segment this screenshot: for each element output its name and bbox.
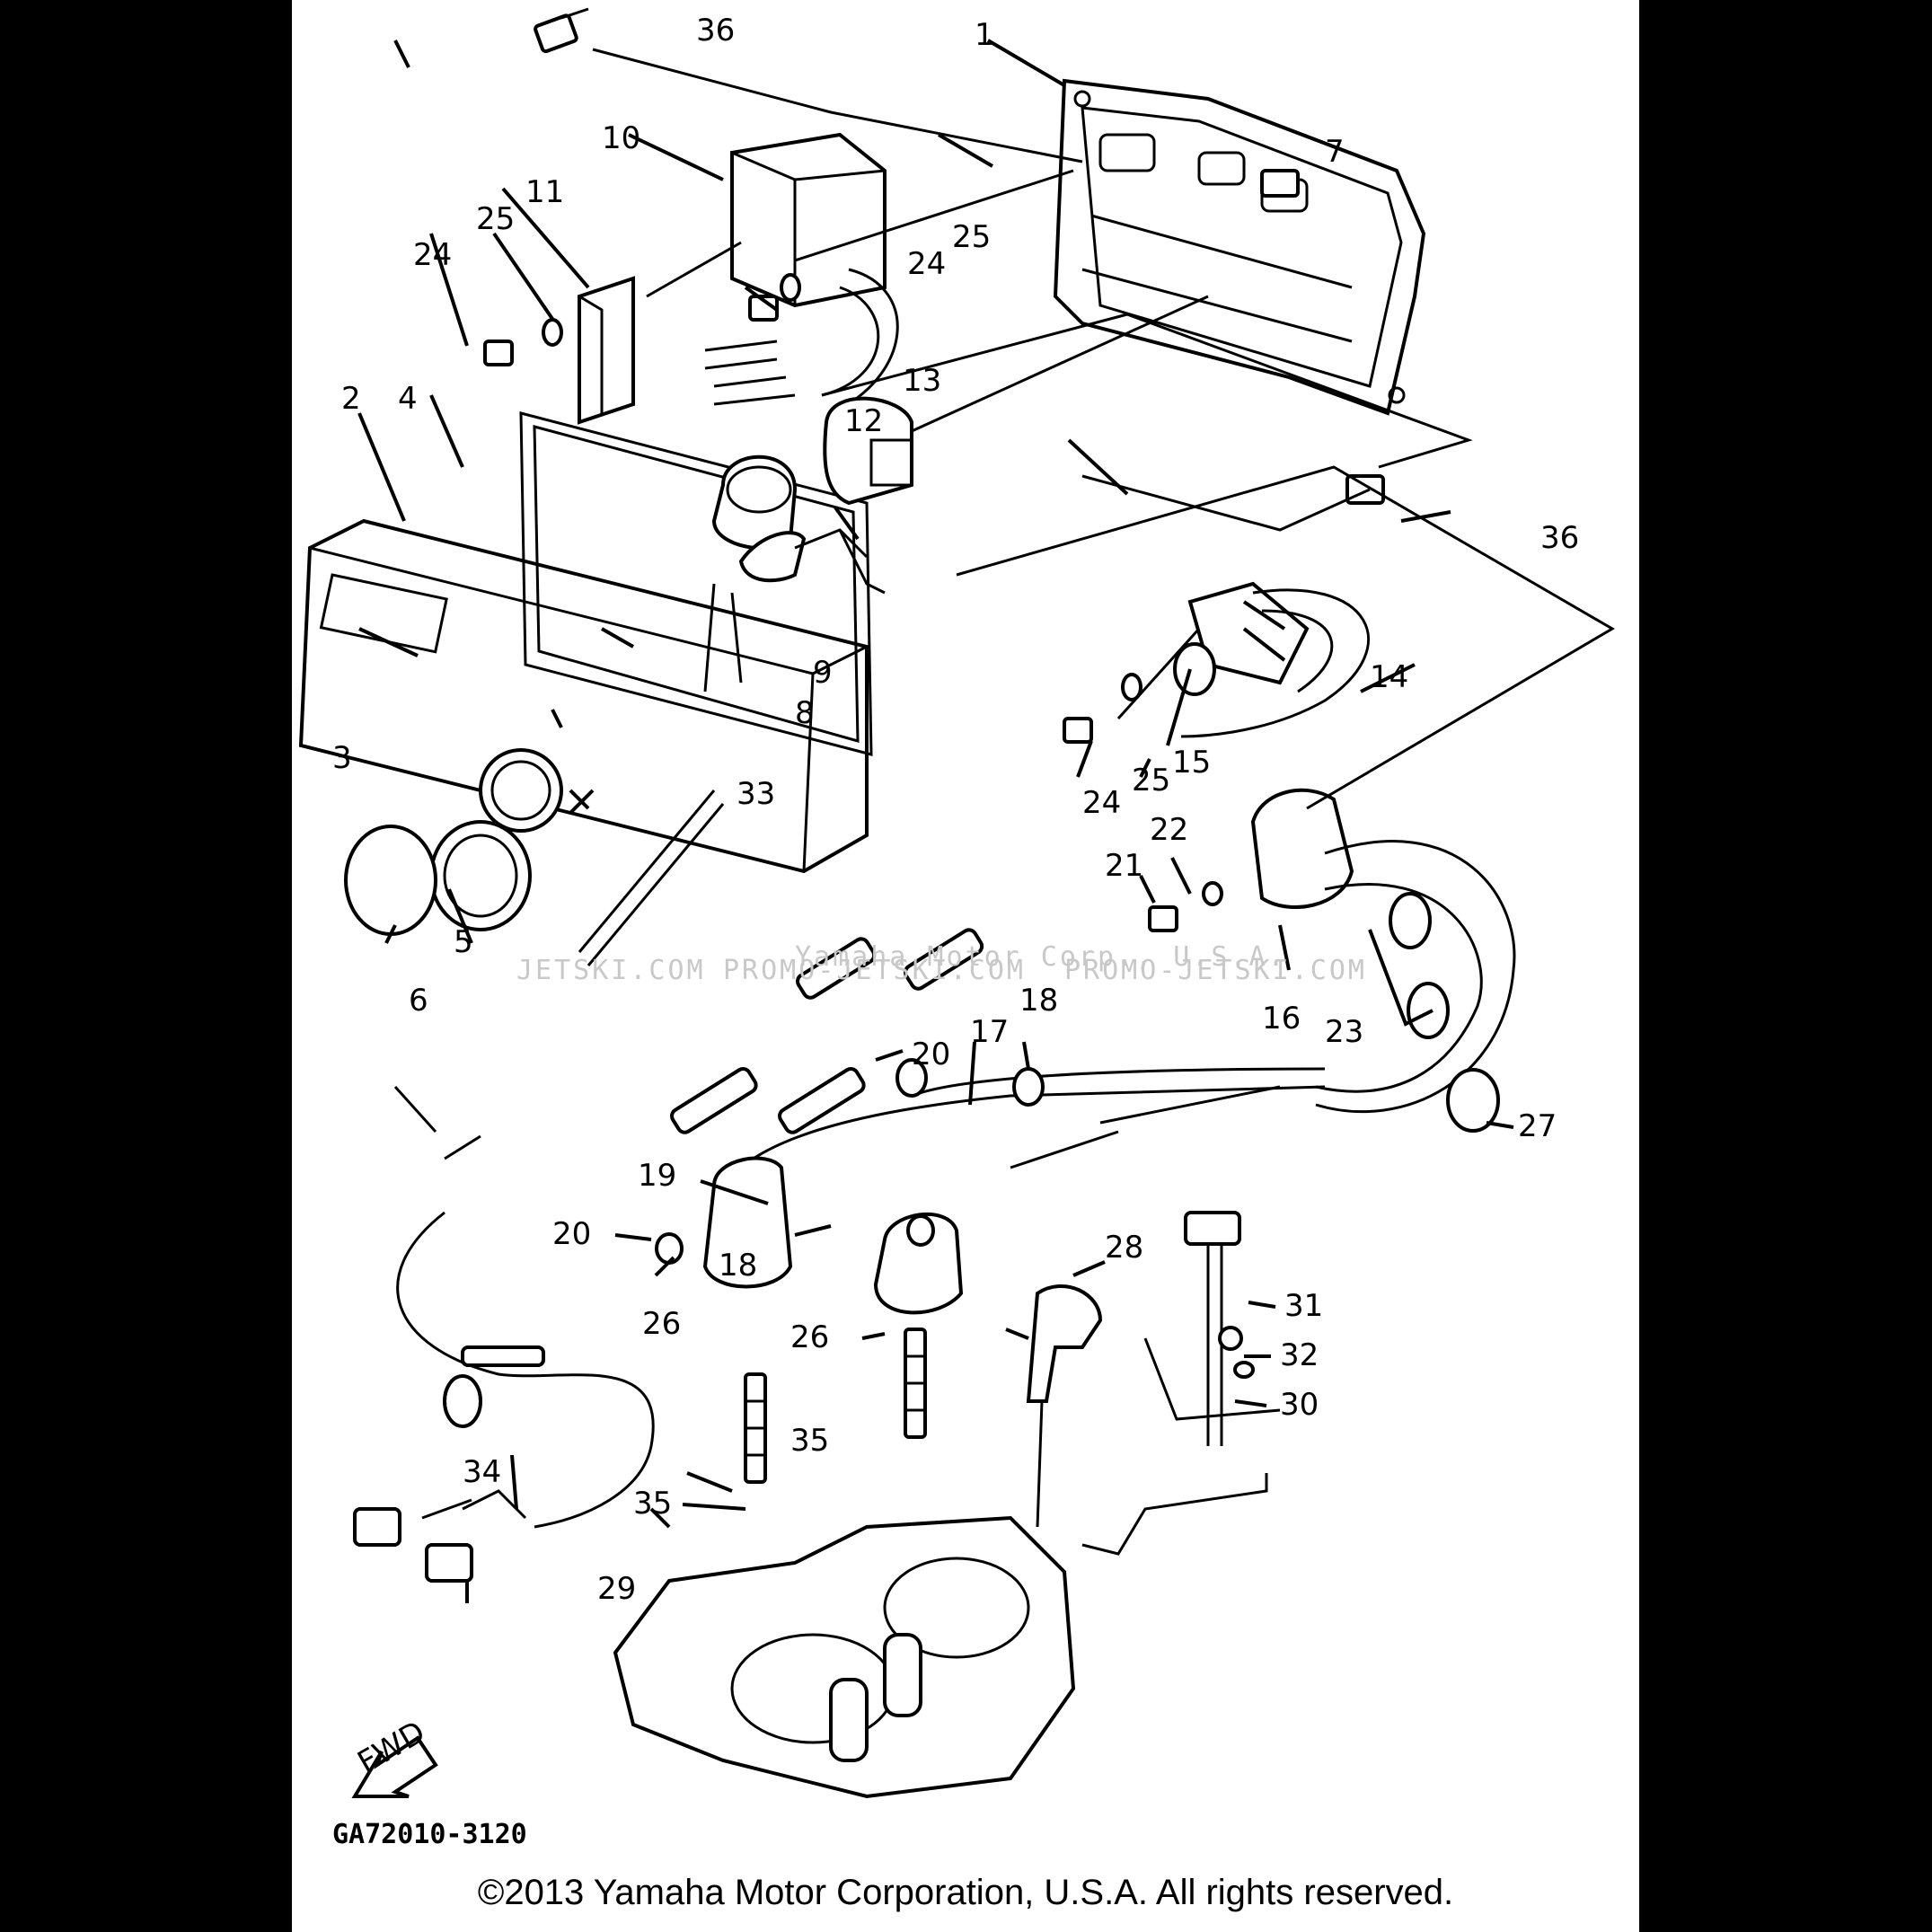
callout-23: 23 (1325, 1014, 1363, 1050)
relay (711, 454, 798, 551)
callout-18b: 18 (719, 1248, 757, 1284)
callout-36a: 36 (696, 13, 735, 49)
callout-20a: 20 (912, 1037, 950, 1072)
starter-relay (1250, 788, 1516, 1114)
callout-36b: 36 (1540, 520, 1579, 556)
callout-20b: 20 (552, 1216, 591, 1252)
callout-leaders (357, 39, 1514, 1603)
copyright-notice: ©2013 Yamaha Motor Corporation, U.S.A. A… (477, 1873, 1454, 1912)
sensor-30 (1143, 1211, 1281, 1446)
assembly-guide-lines (592, 48, 1615, 1556)
callout-3: 3 (332, 740, 352, 776)
callout-31: 31 (1284, 1288, 1323, 1324)
callout-9: 9 (813, 655, 833, 691)
drawing-code: GA72010-3120 (332, 1819, 527, 1850)
callout-1: 1 (975, 17, 994, 53)
callout-24c: 24 (1082, 785, 1121, 821)
fwd-arrow (351, 1735, 438, 1798)
callout-26a: 26 (642, 1306, 681, 1342)
callout-27: 27 (1518, 1108, 1557, 1144)
callout-17: 17 (970, 1014, 1009, 1050)
hoses (670, 928, 984, 1134)
callout-21: 21 (1105, 848, 1143, 884)
callout-13: 13 (903, 363, 941, 399)
callout-32: 32 (1280, 1337, 1319, 1373)
callout-25a: 25 (476, 201, 515, 237)
parts-diagram-sheet: FWD (292, 0, 1639, 1932)
callout-19: 19 (638, 1158, 676, 1194)
callout-35b: 35 (633, 1486, 672, 1522)
callout-24b: 24 (907, 246, 946, 282)
callout-10: 10 (602, 120, 640, 156)
fuse-holder (703, 528, 886, 693)
watermark-3: Yamaha Motor Corp., U.S.A. (795, 941, 1287, 973)
clamp-20b (655, 1232, 684, 1265)
callout-14: 14 (1370, 659, 1408, 695)
watermark-2: PROMO-JETSKI.COM (723, 955, 1026, 986)
callout-numbers: 1 2 3 4 5 6 7 8 9 10 11 12 13 14 15 16 1… (332, 13, 1579, 1607)
spark-plug-b (904, 1328, 927, 1439)
clamp-18b (1012, 1067, 1045, 1107)
seal-ring (429, 820, 532, 931)
electrical-box (1053, 78, 1426, 416)
spark-plug-a (744, 1372, 767, 1484)
high-tension-cords (702, 1067, 1326, 1315)
cap (344, 825, 437, 936)
band-27 (1446, 1068, 1500, 1133)
callout-15: 15 (1172, 745, 1211, 781)
grommet-23a (1389, 892, 1432, 949)
exploded-parts-diagram: FWD (298, 7, 1615, 1799)
callout-35a: 35 (790, 1423, 829, 1459)
callout-12: 12 (844, 403, 883, 439)
watermark: JETSKI.COM PROMO-JETSKI.COM Yamaha Motor… (516, 941, 1367, 986)
ignition-coil (704, 132, 899, 415)
cover (298, 518, 869, 874)
bracket (578, 276, 635, 425)
callout-11: 11 (525, 174, 564, 210)
callout-22: 22 (1150, 812, 1188, 848)
callout-28: 28 (1105, 1230, 1143, 1266)
callout-26b: 26 (790, 1319, 829, 1355)
watermark-4: PROMO-JETSKI.COM (1064, 955, 1367, 986)
callout-33: 33 (737, 776, 775, 812)
callout-7: 7 (1325, 134, 1345, 170)
clamp-20a (906, 1214, 935, 1247)
callout-8: 8 (795, 695, 815, 731)
grommet-23b (1407, 982, 1450, 1039)
wire-harness (353, 790, 725, 1583)
callout-29: 29 (597, 1571, 636, 1607)
screws (483, 7, 1385, 932)
callout-4: 4 (398, 381, 418, 417)
callout-24a: 24 (413, 237, 452, 273)
callout-18a: 18 (1019, 983, 1058, 1019)
callout-2: 2 (341, 381, 361, 417)
clamp-15 (1173, 642, 1216, 696)
bracket-28 (1026, 1284, 1103, 1403)
rectifier (823, 396, 913, 506)
callout-16: 16 (1262, 1001, 1301, 1037)
callout-25b: 25 (952, 219, 991, 255)
clamp-18a (895, 1058, 928, 1098)
callout-5: 5 (454, 924, 473, 960)
callout-6: 6 (409, 983, 428, 1019)
callout-34: 34 (463, 1454, 501, 1490)
callout-30: 30 (1280, 1387, 1319, 1423)
watermark-1: JETSKI.COM (516, 955, 706, 986)
cylinder-head (613, 1515, 1076, 1799)
callout-25c: 25 (1132, 763, 1170, 798)
